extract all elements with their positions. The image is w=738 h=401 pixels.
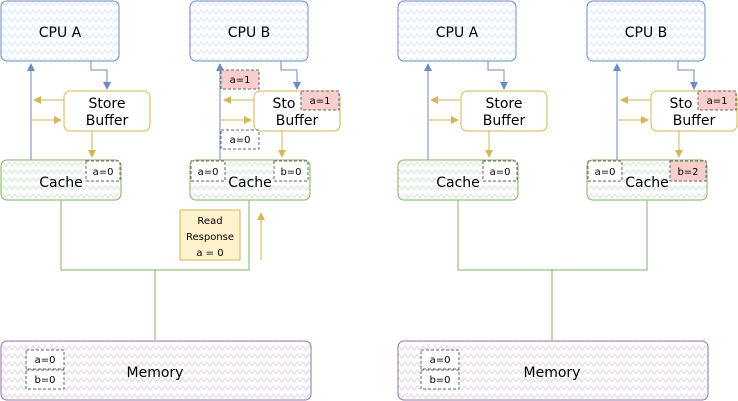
right-cpu-b: CPU B bbox=[586, 0, 706, 62]
left-cache-a: Cache a=0 bbox=[0, 159, 122, 201]
left-memory-label: Memory bbox=[127, 365, 184, 381]
left-cpu-b-label: CPU B bbox=[228, 25, 271, 41]
right-cpu-b-label: CPU B bbox=[625, 25, 668, 41]
left-cache-a-value: a=0 bbox=[93, 167, 114, 178]
left-cpu-a-label: CPU A bbox=[39, 25, 82, 41]
right-cpu-a: CPU A bbox=[397, 0, 517, 62]
left-diagram: CPU A CPU B Cache a=0 Cache a=0 b=0 bbox=[0, 0, 341, 401]
right-store-buffer-b-line2: Buffer bbox=[673, 113, 716, 129]
left-store-buffer-b-line1: Sto bbox=[273, 96, 296, 112]
right-memory: Memory a=0 b=0 bbox=[397, 340, 709, 401]
left-cpu-b-read-value-text: a=1 bbox=[230, 75, 251, 86]
note-line2: Response bbox=[186, 232, 234, 243]
left-store-buffer-b-value: a=1 bbox=[310, 96, 331, 107]
left-cache-b-left-value: a=0 bbox=[198, 167, 219, 178]
left-store-buffer-a-line1: Store bbox=[88, 96, 125, 112]
left-blue-arrows bbox=[27, 61, 301, 160]
right-memory-b: b=0 bbox=[429, 375, 450, 386]
right-store-buffer-b-line1: Sto bbox=[670, 96, 693, 112]
left-memory-b: b=0 bbox=[34, 375, 55, 386]
right-cache-a-value: a=0 bbox=[490, 167, 511, 178]
right-store-buffer-a-line2: Buffer bbox=[483, 113, 526, 129]
right-store-buffer-b: Sto Buffer a=1 bbox=[650, 90, 738, 132]
right-bus-lines bbox=[457, 200, 648, 340]
note-line3: a = 0 bbox=[196, 248, 223, 259]
right-cache-a: Cache a=0 bbox=[397, 159, 519, 201]
left-cache-b-label: Cache bbox=[228, 175, 272, 191]
left-cpu-a: CPU A bbox=[0, 0, 120, 62]
right-blue-arrows bbox=[424, 61, 698, 160]
left-memory: Memory a=0 b=0 bbox=[0, 340, 312, 401]
left-store-buffer-a-line2: Buffer bbox=[86, 113, 129, 129]
left-bus-lines bbox=[60, 200, 250, 340]
right-diagram: CPU A CPU B Cache a=0 Cache a=0 b=2 bbox=[397, 0, 738, 401]
left-cpu-b: CPU B bbox=[189, 0, 309, 62]
right-cache-b-left-value: a=0 bbox=[595, 167, 616, 178]
right-yellow-arrows bbox=[428, 96, 683, 158]
left-cache-a-label: Cache bbox=[39, 175, 83, 191]
right-cache-a-label: Cache bbox=[436, 175, 480, 191]
note-line1: Read bbox=[197, 216, 222, 227]
left-cpu-b-read-value: a=1 bbox=[220, 69, 260, 90]
right-memory-a: a=0 bbox=[430, 355, 451, 366]
left-cache-b-right-value: b=0 bbox=[280, 167, 301, 178]
left-store-buffer-b-line2: Buffer bbox=[276, 113, 319, 129]
right-store-buffer-b-value: a=1 bbox=[707, 96, 728, 107]
right-cache-b: Cache a=0 b=2 bbox=[586, 159, 708, 201]
right-cpu-a-label: CPU A bbox=[436, 25, 479, 41]
right-store-buffer-a: Store Buffer bbox=[460, 90, 548, 132]
left-cache-b: Cache a=0 b=0 bbox=[189, 159, 311, 201]
right-store-buffer-a-line1: Store bbox=[485, 96, 522, 112]
right-cache-b-label: Cache bbox=[625, 175, 669, 191]
left-yellow-arrows bbox=[31, 96, 286, 260]
left-store-buffer-a: Store Buffer bbox=[63, 90, 151, 132]
left-memory-a: a=0 bbox=[35, 355, 56, 366]
left-store-buffer-b: Sto Buffer a=1 bbox=[253, 90, 341, 132]
left-below-cpu-b-value: a=0 bbox=[220, 129, 260, 150]
left-below-cpu-b-value-text: a=0 bbox=[230, 135, 251, 146]
right-cache-b-right-value: b=2 bbox=[677, 167, 698, 178]
right-memory-label: Memory bbox=[524, 365, 581, 381]
left-read-response-note: Read Response a = 0 bbox=[179, 209, 241, 261]
